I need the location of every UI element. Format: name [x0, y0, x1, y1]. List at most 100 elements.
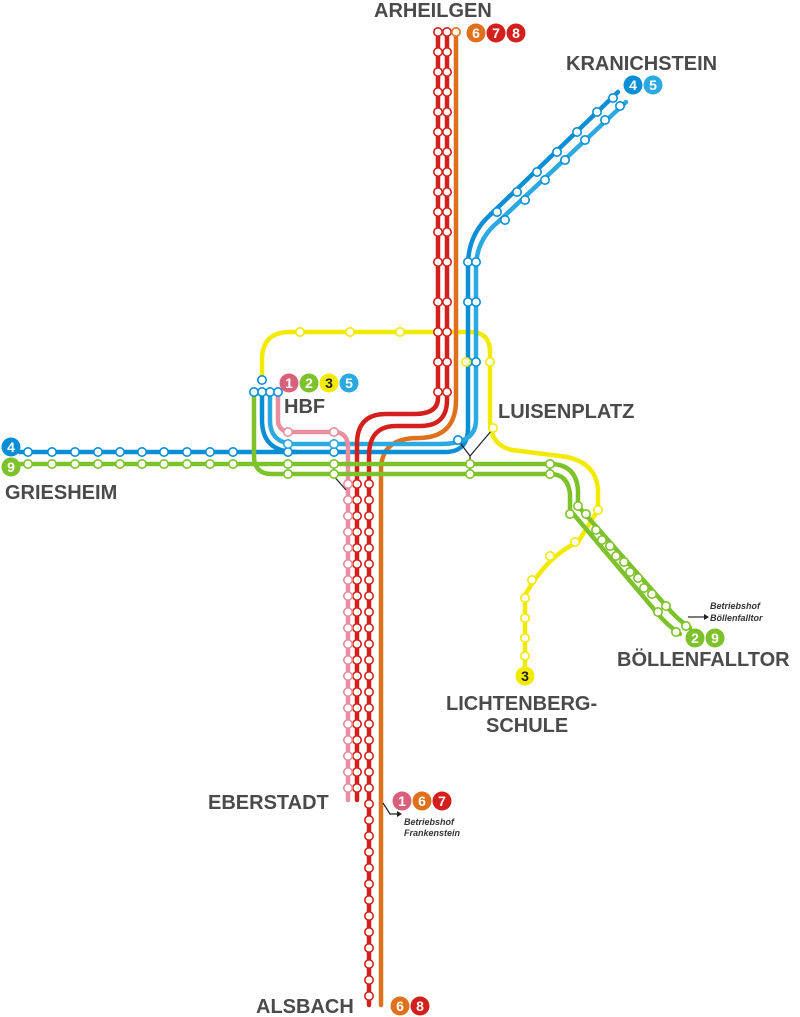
station-stop[interactable] [205, 458, 216, 469]
station-stop[interactable] [137, 458, 148, 469]
station-stop[interactable] [363, 558, 374, 569]
station-stop[interactable] [351, 750, 362, 761]
station-stop[interactable] [432, 296, 443, 307]
station-stop[interactable] [579, 135, 590, 146]
station-stop[interactable] [599, 115, 610, 126]
station-stop[interactable] [342, 542, 353, 553]
badge-line-1[interactable] [392, 791, 412, 811]
station-stop[interactable] [272, 386, 283, 397]
station-stop[interactable] [256, 386, 267, 397]
station-stop[interactable] [363, 798, 374, 809]
station-stop[interactable] [432, 187, 443, 198]
station-stop[interactable] [46, 446, 57, 457]
station-stop[interactable] [342, 590, 353, 601]
station-stop[interactable] [342, 766, 353, 777]
badge-line-7[interactable] [432, 791, 452, 811]
station-stop[interactable] [351, 606, 362, 617]
station-label-schule[interactable]: SCHULE [486, 715, 568, 737]
station-stop[interactable] [491, 207, 502, 218]
badge-line-3[interactable] [515, 666, 535, 686]
station-stop[interactable] [182, 446, 193, 457]
station-stop[interactable] [363, 878, 374, 889]
station-stop[interactable] [328, 468, 339, 479]
station-label-lichtenberg[interactable]: LICHTENBERG- [446, 693, 597, 715]
station-stop[interactable] [432, 46, 443, 57]
station-stop[interactable] [342, 670, 353, 681]
station-stop[interactable] [22, 458, 33, 469]
station-stop[interactable] [604, 540, 615, 551]
station-stop[interactable] [342, 638, 353, 649]
station-stop[interactable] [590, 524, 601, 535]
station-stop[interactable] [470, 256, 481, 267]
station-stop[interactable] [294, 326, 305, 337]
station-stop[interactable] [559, 155, 570, 166]
badge-line-2[interactable] [685, 628, 705, 648]
station-stop[interactable] [487, 422, 498, 433]
station-stop[interactable] [342, 654, 353, 665]
station-stop[interactable] [363, 846, 374, 857]
station-stop[interactable] [328, 426, 339, 437]
station-stop[interactable] [551, 147, 562, 158]
station-stop[interactable] [432, 107, 443, 118]
station-stop[interactable] [460, 356, 471, 367]
badge-line-6[interactable] [390, 996, 410, 1016]
station-stop[interactable] [351, 670, 362, 681]
station-stop[interactable] [363, 686, 374, 697]
station-stop[interactable] [282, 458, 293, 469]
station-stop[interactable] [441, 26, 452, 37]
station-stop[interactable] [363, 654, 374, 665]
station-stop[interactable] [660, 600, 671, 611]
station-stop[interactable] [441, 207, 452, 218]
station-stop[interactable] [569, 536, 580, 547]
badge-line-9[interactable] [705, 628, 725, 648]
station-stop[interactable] [363, 766, 374, 777]
station-stop[interactable] [363, 734, 374, 745]
station-stop[interactable] [363, 526, 374, 537]
station-stop[interactable] [394, 326, 405, 337]
station-stop[interactable] [363, 574, 374, 585]
station-stop[interactable] [624, 566, 635, 577]
station-stop[interactable] [363, 590, 374, 601]
station-stop[interactable] [70, 458, 81, 469]
station-stop[interactable] [441, 296, 452, 307]
station-stop[interactable] [441, 187, 452, 198]
station-stop[interactable] [363, 622, 374, 633]
station-stop[interactable] [115, 458, 126, 469]
station-stop[interactable] [499, 215, 510, 226]
station-stop[interactable] [452, 434, 463, 445]
station-stop[interactable] [363, 750, 374, 761]
badge-line-6[interactable] [466, 23, 486, 43]
station-stop[interactable] [205, 446, 216, 457]
station-stop[interactable] [363, 782, 374, 793]
station-stop[interactable] [363, 638, 374, 649]
station-stop[interactable] [519, 650, 530, 661]
station-stop[interactable] [249, 386, 260, 397]
station-stop[interactable] [432, 326, 443, 337]
station-stop[interactable] [363, 910, 374, 921]
station-stop[interactable] [351, 494, 362, 505]
station-stop[interactable] [441, 167, 452, 178]
station-stop[interactable] [137, 446, 148, 457]
station-stop[interactable] [363, 974, 374, 985]
station-stop[interactable] [351, 574, 362, 585]
station-stop[interactable] [115, 446, 126, 457]
station-stop[interactable] [351, 702, 362, 713]
station-stop[interactable] [328, 438, 339, 449]
station-stop[interactable] [351, 558, 362, 569]
station-stop[interactable] [351, 638, 362, 649]
station-stop[interactable] [544, 468, 555, 479]
station-stop[interactable] [519, 632, 530, 643]
station-stop[interactable] [441, 256, 452, 267]
badge-line-2[interactable] [299, 373, 319, 393]
station-stop[interactable] [432, 26, 443, 37]
station-stop[interactable] [228, 458, 239, 469]
station-stop[interactable] [342, 686, 353, 697]
station-stop[interactable] [282, 426, 293, 437]
station-stop[interactable] [564, 508, 575, 519]
badge-line-3[interactable] [319, 373, 339, 393]
station-stop[interactable] [351, 542, 362, 553]
station-stop[interactable] [363, 510, 374, 521]
station-stop[interactable] [363, 478, 374, 489]
station-stop[interactable] [342, 478, 353, 489]
station-stop[interactable] [93, 458, 104, 469]
